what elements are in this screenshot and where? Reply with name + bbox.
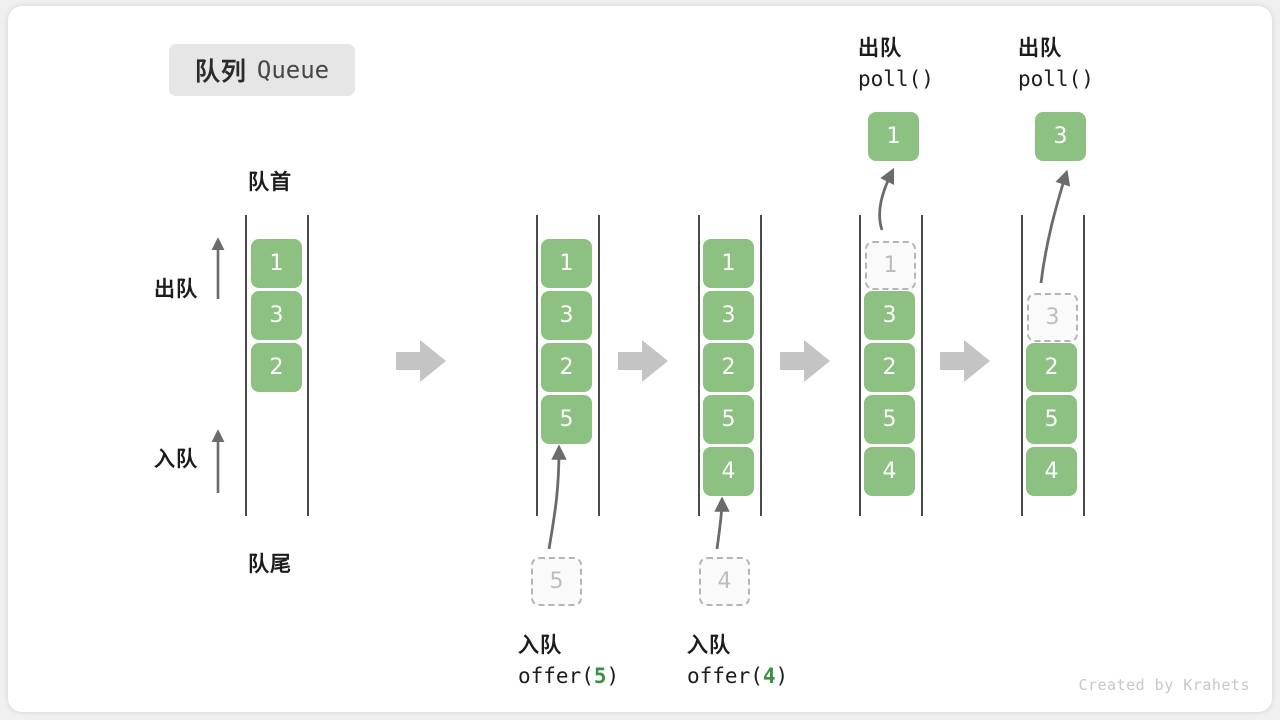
queue-element: 1 — [703, 239, 754, 288]
queue-rail-right-2 — [598, 215, 600, 516]
op-label-cn-poll-3: 出队 — [1018, 37, 1062, 60]
op-code-prefix: offer( — [518, 664, 594, 688]
op-label-code-offer-4: offer(4) — [687, 664, 788, 688]
outgoing-element-ghost: 3 — [1027, 293, 1078, 342]
queue-element: 5 — [541, 395, 592, 444]
op-code-suffix: ) — [606, 664, 620, 688]
op-code-prefix: offer( — [687, 664, 763, 688]
title-en: Queue — [256, 56, 330, 84]
poll-arrow-3 — [1039, 169, 1071, 284]
step-arrow-3-4 — [780, 340, 830, 382]
op-code-prefix: poll( — [858, 67, 922, 91]
queue-element: 4 — [864, 447, 915, 496]
queue-element: 2 — [541, 343, 592, 392]
queue-element: 1 — [541, 239, 592, 288]
op-label-cn-poll-1: 出队 — [858, 37, 902, 60]
queue-element: 2 — [864, 343, 915, 392]
label-enqueue-side: 入队 — [154, 448, 198, 471]
enqueue-arrow-5 — [547, 444, 567, 550]
queue-element: 2 — [1026, 343, 1077, 392]
op-label-code-poll-1: poll() — [858, 67, 934, 91]
queue-element: 4 — [703, 447, 754, 496]
queue-element: 3 — [251, 291, 302, 340]
op-label-cn-offer-4: 入队 — [687, 634, 731, 657]
title-cn: 队列 — [194, 58, 247, 86]
incoming-element-ghost: 4 — [699, 557, 750, 606]
queue-element: 5 — [1026, 395, 1077, 444]
outgoing-element-ghost: 1 — [865, 241, 916, 290]
step-arrow-4-5 — [940, 340, 990, 382]
poll-arrow-1 — [878, 167, 895, 231]
queue-rail-left-4 — [859, 215, 861, 516]
op-code-suffix: ) — [921, 67, 934, 91]
queue-rail-right-3 — [760, 215, 762, 516]
queue-element: 1 — [251, 239, 302, 288]
diagram-title-badge: 队列 Queue — [169, 44, 355, 96]
queue-rail-right-1 — [307, 215, 309, 516]
queue-rail-left-5 — [1021, 215, 1023, 516]
queue-rail-left-2 — [536, 215, 538, 516]
queue-rail-right-5 — [1083, 215, 1085, 516]
queue-element: 5 — [864, 395, 915, 444]
op-code-value: 4 — [762, 664, 776, 688]
queue-element: 4 — [1026, 447, 1077, 496]
label-dequeue-side: 出队 — [154, 278, 198, 301]
op-code-prefix: poll( — [1018, 67, 1082, 91]
queue-element: 3 — [864, 291, 915, 340]
popped-element: 3 — [1035, 112, 1086, 161]
label-head: 队首 — [248, 171, 292, 194]
queue-rail-left-3 — [698, 215, 700, 516]
queue-element: 2 — [251, 343, 302, 392]
diagram-card: 队列 Queue 队首 队尾 出队 入队 1 3 2 1 3 2 5 5 入队 … — [8, 6, 1272, 712]
queue-element: 2 — [703, 343, 754, 392]
queue-element: 3 — [541, 291, 592, 340]
step-arrow-1-2 — [396, 340, 446, 382]
queue-rail-left-1 — [245, 215, 247, 516]
popped-element: 1 — [868, 112, 919, 161]
credit-text: Created by Krahets — [1078, 676, 1250, 694]
queue-rail-right-4 — [921, 215, 923, 516]
incoming-element-ghost: 5 — [531, 557, 582, 606]
op-code-suffix: ) — [1081, 67, 1094, 91]
op-label-code-offer-5: offer(5) — [518, 664, 619, 688]
enqueue-arrow-4 — [714, 496, 730, 550]
label-tail: 队尾 — [248, 553, 292, 576]
queue-element: 3 — [703, 291, 754, 340]
op-code-value: 5 — [593, 664, 607, 688]
op-label-cn-offer-5: 入队 — [518, 634, 562, 657]
op-code-suffix: ) — [775, 664, 789, 688]
queue-element: 5 — [703, 395, 754, 444]
op-label-code-poll-3: poll() — [1018, 67, 1094, 91]
step-arrow-2-3 — [618, 340, 668, 382]
